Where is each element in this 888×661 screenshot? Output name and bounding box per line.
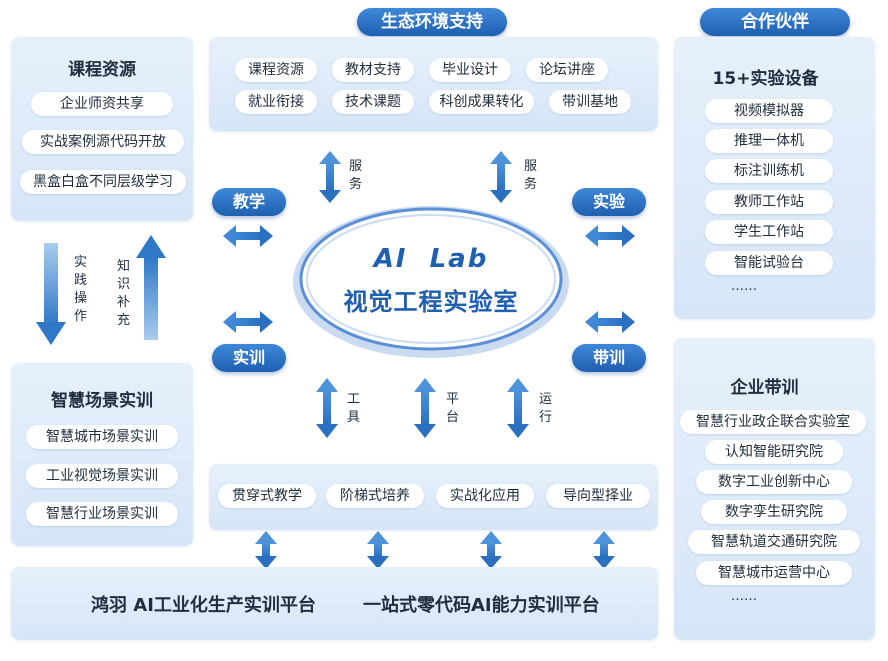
center-ellipse <box>293 206 569 358</box>
enterprise-item: 数字工业创新中心 <box>696 470 852 494</box>
training-h-arrow <box>223 311 273 333</box>
ecosystem-item: 科创成果转化 <box>429 90 534 114</box>
operation-arrow <box>507 378 529 438</box>
bottom-arrow-4 <box>593 531 615 569</box>
service-label-right: 服务 <box>524 159 538 192</box>
equipment-item: 学生工作站 <box>705 220 833 244</box>
practice-down-arrow <box>36 243 66 345</box>
partners-header: 合作伙伴 <box>700 8 850 36</box>
enterprise-more: …… <box>731 589 757 604</box>
operation-label: 运行 <box>539 392 553 425</box>
ecosystem-item: 教材支持 <box>332 58 414 82</box>
equipment-item: 教师工作站 <box>705 190 833 214</box>
equipment-item: 智能试验台 <box>705 251 833 275</box>
teaching-h-arrow <box>223 225 273 247</box>
ecosystem-item: 论坛讲座 <box>526 58 608 82</box>
equipment-title: 15+实验设备 <box>712 69 819 89</box>
smart-scene-item: 工业视觉场景实训 <box>26 464 178 488</box>
mentoring-tag: 带训 <box>572 344 646 372</box>
course-resource-item: 黑盒白盒不同层级学习 <box>20 170 186 194</box>
center-title-line2: 视觉工程实验室 <box>343 288 519 316</box>
platform-2: 一站式零代码AI能力实训平台 <box>363 595 600 616</box>
teaching-tag: 教学 <box>212 188 286 216</box>
method-item: 导向型择业 <box>546 484 650 508</box>
platform-label: 平台 <box>446 392 460 425</box>
service-label-left: 服务 <box>349 159 363 192</box>
enterprise-title: 企业带训 <box>730 378 799 398</box>
bottom-arrow-1 <box>255 531 277 569</box>
smart-scene-title: 智慧场景实训 <box>51 391 153 411</box>
methods-panel: 贯穿式教学 阶梯式培养 实战化应用 导向型择业 <box>209 464 658 530</box>
practice-label: 实践操作 <box>74 255 88 324</box>
ecosystem-item: 就业衔接 <box>235 90 317 114</box>
experiment-h-arrow <box>585 225 635 247</box>
platform-arrow <box>414 378 436 438</box>
enterprise-item: 数字孪生研究院 <box>701 500 847 524</box>
training-tag: 实训 <box>212 344 286 372</box>
tools-label: 工具 <box>347 392 361 425</box>
ecosystem-item: 课程资源 <box>235 58 317 82</box>
course-resources-title: 课程资源 <box>68 60 136 80</box>
knowledge-label: 知识补充 <box>117 259 131 328</box>
ecosystem-panel: 课程资源 教材支持 毕业设计 论坛讲座 就业衔接 技术课题 科创成果转化 带训基… <box>209 37 658 131</box>
bottom-arrow-2 <box>367 531 389 569</box>
smart-scene-item: 智慧行业场景实训 <box>26 502 178 526</box>
method-item: 贯穿式教学 <box>218 484 316 508</box>
ecosystem-item: 毕业设计 <box>429 58 511 82</box>
smart-scene-item: 智慧城市场景实训 <box>26 425 178 449</box>
bottom-platform-bar: 鸿羽 AI工业化生产实训平台 一站式零代码AI能力实训平台 <box>11 567 658 640</box>
equipment-more: …… <box>731 279 757 294</box>
enterprise-item: 智慧城市运营中心 <box>696 561 852 585</box>
ecosystem-item: 技术课题 <box>332 90 414 114</box>
platform-1: 鸿羽 AI工业化生产实训平台 <box>91 595 316 616</box>
tools-arrow <box>316 378 338 438</box>
service-arrow-left <box>319 151 341 203</box>
experiment-tag: 实验 <box>572 188 646 216</box>
equipment-item: 视频模拟器 <box>705 99 833 123</box>
course-resource-item: 企业师资共享 <box>31 92 173 116</box>
ecosystem-header: 生态环境支持 <box>357 8 507 36</box>
enterprise-panel: 企业带训 智慧行业政企联合实验室 认知智能研究院 数字工业创新中心 数字孪生研究… <box>674 338 875 640</box>
center-title-line1: AI Lab <box>373 244 489 274</box>
equipment-item: 标注训练机 <box>705 159 833 183</box>
ecosystem-item: 带训基地 <box>549 90 631 114</box>
method-item: 实战化应用 <box>436 484 534 508</box>
smart-scene-panel: 智慧场景实训 智慧城市场景实训 工业视觉场景实训 智慧行业场景实训 <box>11 363 193 546</box>
equipment-item: 推理一体机 <box>705 129 833 153</box>
equipment-panel: 15+实验设备 视频模拟器 推理一体机 标注训练机 教师工作站 学生工作站 智能… <box>674 37 875 319</box>
method-item: 阶梯式培养 <box>326 484 424 508</box>
enterprise-item: 智慧行业政企联合实验室 <box>680 410 866 434</box>
course-resources-panel: 课程资源 企业师资共享 实战案例源代码开放 黑盒白盒不同层级学习 <box>11 37 193 221</box>
enterprise-item: 智慧轨道交通研究院 <box>688 530 860 554</box>
mentoring-h-arrow <box>585 311 635 333</box>
course-resource-item: 实战案例源代码开放 <box>22 130 184 154</box>
bottom-arrow-3 <box>480 531 502 569</box>
service-arrow-right <box>490 151 512 203</box>
enterprise-item: 认知智能研究院 <box>705 440 843 464</box>
knowledge-up-arrow <box>136 235 166 340</box>
